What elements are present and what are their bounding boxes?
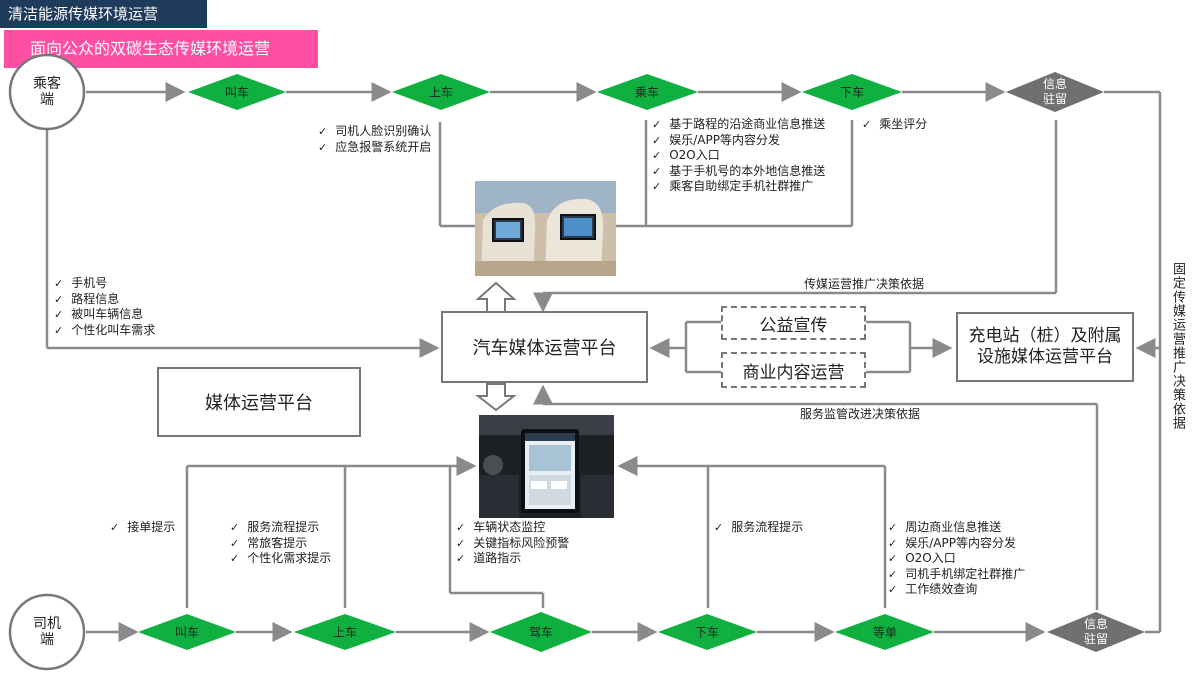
passenger-step-diamond [188, 74, 286, 110]
passenger-step-ride[interactable]: 乘车 [634, 85, 660, 100]
driver-retention-diamond [1047, 612, 1145, 652]
driver-retention-label[interactable]: 信息 驻留 [1083, 617, 1109, 646]
media-platform-label: 媒体运营平台 [205, 393, 313, 414]
list-item: O2O入口 [652, 148, 825, 164]
list-item: 司机手机绑定社群推广 [888, 567, 1025, 583]
driver-step-call[interactable]: 叫车 [174, 625, 200, 640]
list-item: 乘坐评分 [862, 117, 927, 133]
driver-call-list: 接单提示 [110, 520, 175, 536]
driver-step-drive[interactable]: 驾车 [528, 625, 554, 640]
passenger-step-board[interactable]: 上车 [428, 85, 454, 100]
list-item: 周边商业信息推送 [888, 520, 1025, 536]
list-item: 娱乐/APP等内容分发 [888, 536, 1025, 552]
passenger-riding-list: 基于路程的沿途商业信息推送 娱乐/APP等内容分发 O2O入口 基于手机号的本外… [652, 117, 825, 195]
public-ad-box[interactable]: 公益宣传 [721, 306, 866, 340]
driver-step-board[interactable]: 上车 [332, 625, 358, 640]
list-item: 被叫车辆信息 [54, 307, 155, 323]
driver-endpoint-label: 司机 端 [33, 616, 61, 648]
list-item: 路程信息 [54, 292, 155, 308]
passenger-step-alight[interactable]: 下车 [839, 85, 865, 100]
list-item: 司机人脸识别确认 [318, 124, 431, 140]
list-item: 常旅客提示 [230, 536, 331, 552]
passenger-endpoint-circle [8, 53, 86, 131]
list-item: 服务流程提示 [714, 520, 803, 536]
driver-waiting-list: 周边商业信息推送 娱乐/APP等内容分发 O2O入口 司机手机绑定社群推广 工作… [888, 520, 1025, 598]
driver-step-diamond [658, 614, 757, 650]
driver-endpoint-circle [8, 593, 86, 671]
driver-step-diamond [835, 614, 934, 650]
list-item: 个性化叫车需求 [54, 323, 155, 339]
driver-driving-list: 车辆状态监控 关键指标风险预警 道路指示 [456, 520, 569, 567]
charging-platform-label: 充电站（桩）及附属设施媒体运营平台 [968, 326, 1122, 367]
list-item: O2O入口 [888, 551, 1025, 567]
passenger-call-list: 手机号 路程信息 被叫车辆信息 个性化叫车需求 [54, 276, 155, 338]
side-basis-label: 固定传媒运营推广决策依据 [1170, 262, 1185, 430]
list-item: 个性化需求提示 [230, 551, 331, 567]
passenger-retention-diamond [1006, 72, 1104, 112]
list-item: 道路指示 [456, 551, 569, 567]
driver-step-diamond [294, 614, 396, 650]
dashboard-screen-image [479, 415, 614, 518]
passenger-step-diamond [597, 74, 698, 110]
passenger-endpoint-label: 乘客 端 [33, 76, 61, 108]
up-arrow-icon [475, 281, 517, 314]
driver-step-diamond [138, 614, 236, 650]
driver-step-diamond [490, 612, 592, 652]
basis-top-label: 传媒运营推广决策依据 [804, 277, 925, 291]
media-platform-box[interactable]: 媒体运营平台 [157, 367, 361, 437]
list-item: 乘客自助绑定手机社群推广 [652, 179, 825, 195]
list-item: 服务流程提示 [230, 520, 331, 536]
passenger-step-diamond [802, 74, 902, 110]
commercial-label: 商业内容运营 [742, 362, 845, 383]
passenger-boarding-list: 司机人脸识别确认 应急报警系统开启 [318, 124, 431, 155]
list-item: 应急报警系统开启 [318, 140, 431, 156]
passenger-retention-label[interactable]: 信息 驻留 [1042, 77, 1068, 106]
down-arrow-icon [475, 383, 517, 412]
public-ad-label: 公益宣传 [759, 315, 828, 336]
driver-boarding-list: 服务流程提示 常旅客提示 个性化需求提示 [230, 520, 331, 567]
basis-bottom-label: 服务监管改进决策依据 [800, 407, 921, 421]
charging-platform-box[interactable]: 充电站（桩）及附属设施媒体运营平台 [956, 312, 1134, 382]
passenger-step-diamond [392, 74, 490, 110]
list-item: 娱乐/APP等内容分发 [652, 133, 825, 149]
list-item: 基于路程的沿途商业信息推送 [652, 117, 825, 133]
main-title: 清洁能源传媒环境运营 [0, 0, 207, 28]
list-item: 基于手机号的本外地信息推送 [652, 164, 825, 180]
list-item: 关键指标风险预警 [456, 536, 569, 552]
list-item: 接单提示 [110, 520, 175, 536]
list-item: 手机号 [54, 276, 155, 292]
commercial-box[interactable]: 商业内容运营 [721, 352, 866, 388]
list-item: 车辆状态监控 [456, 520, 569, 536]
car-media-platform-box[interactable]: 汽车媒体运营平台 [441, 311, 648, 383]
passenger-dropoff-list: 乘坐评分 [862, 117, 927, 133]
driver-step-alight[interactable]: 下车 [694, 625, 720, 640]
car-media-platform-label: 汽车媒体运营平台 [472, 338, 617, 359]
passenger-step-call[interactable]: 叫车 [224, 85, 250, 100]
rear-seat-screen-image [475, 181, 616, 276]
list-item: 工作绩效查询 [888, 582, 1025, 598]
driver-step-wait[interactable]: 等单 [872, 625, 898, 640]
driver-dropoff-list: 服务流程提示 [714, 520, 803, 536]
